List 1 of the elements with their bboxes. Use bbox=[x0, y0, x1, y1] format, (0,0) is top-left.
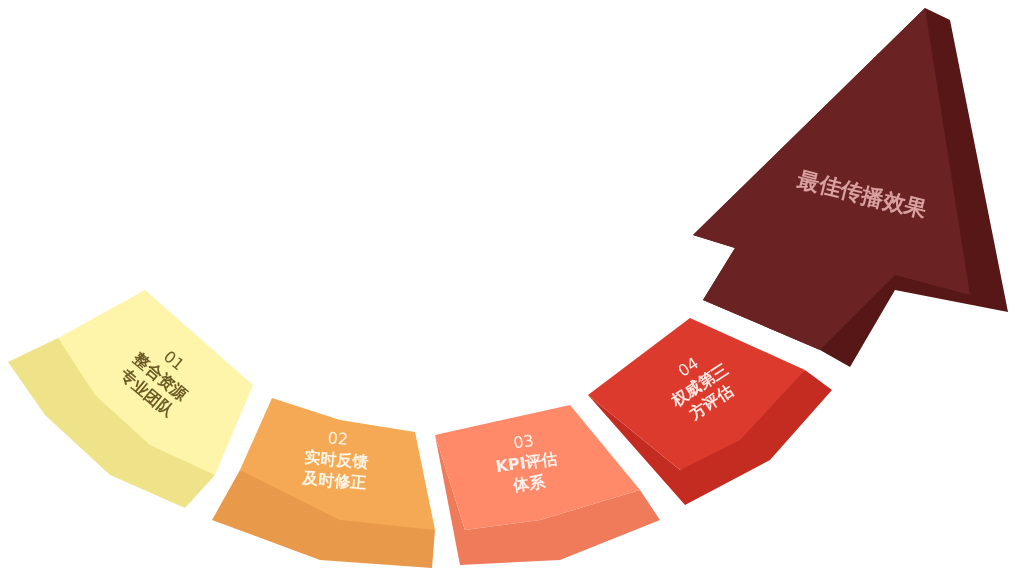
arrow-title: 最佳传播效果 bbox=[794, 165, 931, 225]
